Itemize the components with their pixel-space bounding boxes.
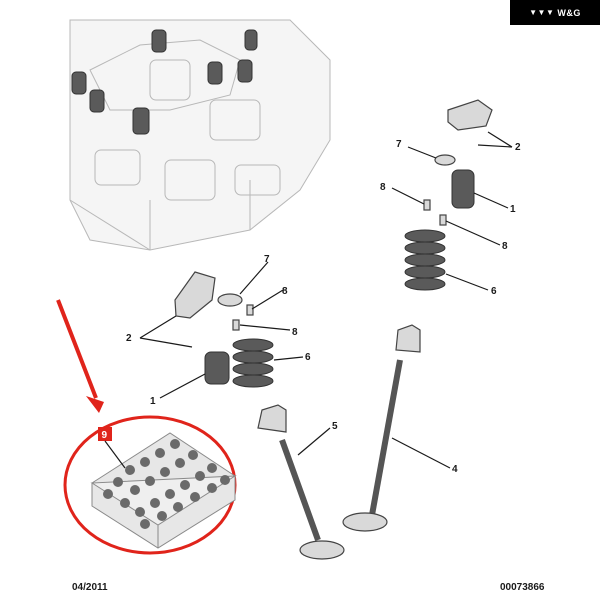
callout-8-left-bottom: 8	[292, 327, 298, 338]
footer-date: 04/2011	[72, 582, 108, 593]
callout-6-right: 6	[491, 286, 497, 297]
leader-lines	[139, 131, 513, 469]
left-valve-stem	[279, 438, 321, 542]
callout-4: 4	[452, 464, 458, 475]
left-rocker-arm	[174, 271, 216, 319]
callout-9-box	[98, 427, 112, 441]
left-hydraulic-lifter	[204, 351, 230, 385]
right-valve-assembly	[342, 99, 493, 532]
callout-6-left: 6	[305, 352, 311, 363]
right-collet-bottom	[439, 214, 447, 226]
right-valve-head	[342, 512, 388, 532]
callout-7-right: 7	[396, 139, 402, 150]
callout-8-right-top: 8	[380, 182, 386, 193]
cylinder-head-illustration	[69, 19, 331, 251]
right-valve-stem-seal	[395, 324, 421, 353]
right-hydraulic-lifter	[451, 169, 475, 209]
left-spring-seat	[217, 293, 243, 307]
left-valve-head	[299, 540, 345, 560]
left-collet-bottom	[232, 319, 240, 331]
right-collet-top	[423, 199, 431, 211]
callout-9: 9	[102, 430, 108, 441]
right-valve-spring	[404, 229, 446, 291]
footer-reference-number: 00073866	[500, 582, 545, 593]
brand-badge: ▼▼▼ W&G	[510, 0, 600, 25]
seal-grid	[103, 439, 230, 529]
callout-7-left: 7	[264, 254, 270, 265]
left-valve-assembly	[174, 271, 345, 560]
callout-8-right-bottom: 8	[502, 241, 508, 252]
right-rocker-arm	[447, 99, 493, 131]
callout-1-left: 1	[150, 396, 156, 407]
callout-2-right: 2	[515, 142, 521, 153]
callout-1-right: 1	[510, 204, 516, 215]
head-spring-stacks	[71, 29, 258, 135]
callout-8-left-top: 8	[282, 286, 288, 297]
left-valve-spring	[232, 338, 274, 388]
brand-logo-text: W&G	[557, 7, 581, 18]
callout-2-left: 2	[126, 333, 132, 344]
callout-5: 5	[332, 421, 338, 432]
right-spring-seat	[434, 154, 456, 166]
callout-labels: 7 2 8 1 8 6 4 7 8 8 2 6 1 5	[126, 139, 521, 475]
right-valve-stem	[369, 359, 403, 516]
left-valve-stem-seal	[257, 404, 287, 433]
brand-logo-icon: ▼▼▼	[529, 8, 555, 17]
left-collet-top	[246, 304, 254, 316]
valve-stem-seal-kit: 9	[90, 427, 237, 549]
